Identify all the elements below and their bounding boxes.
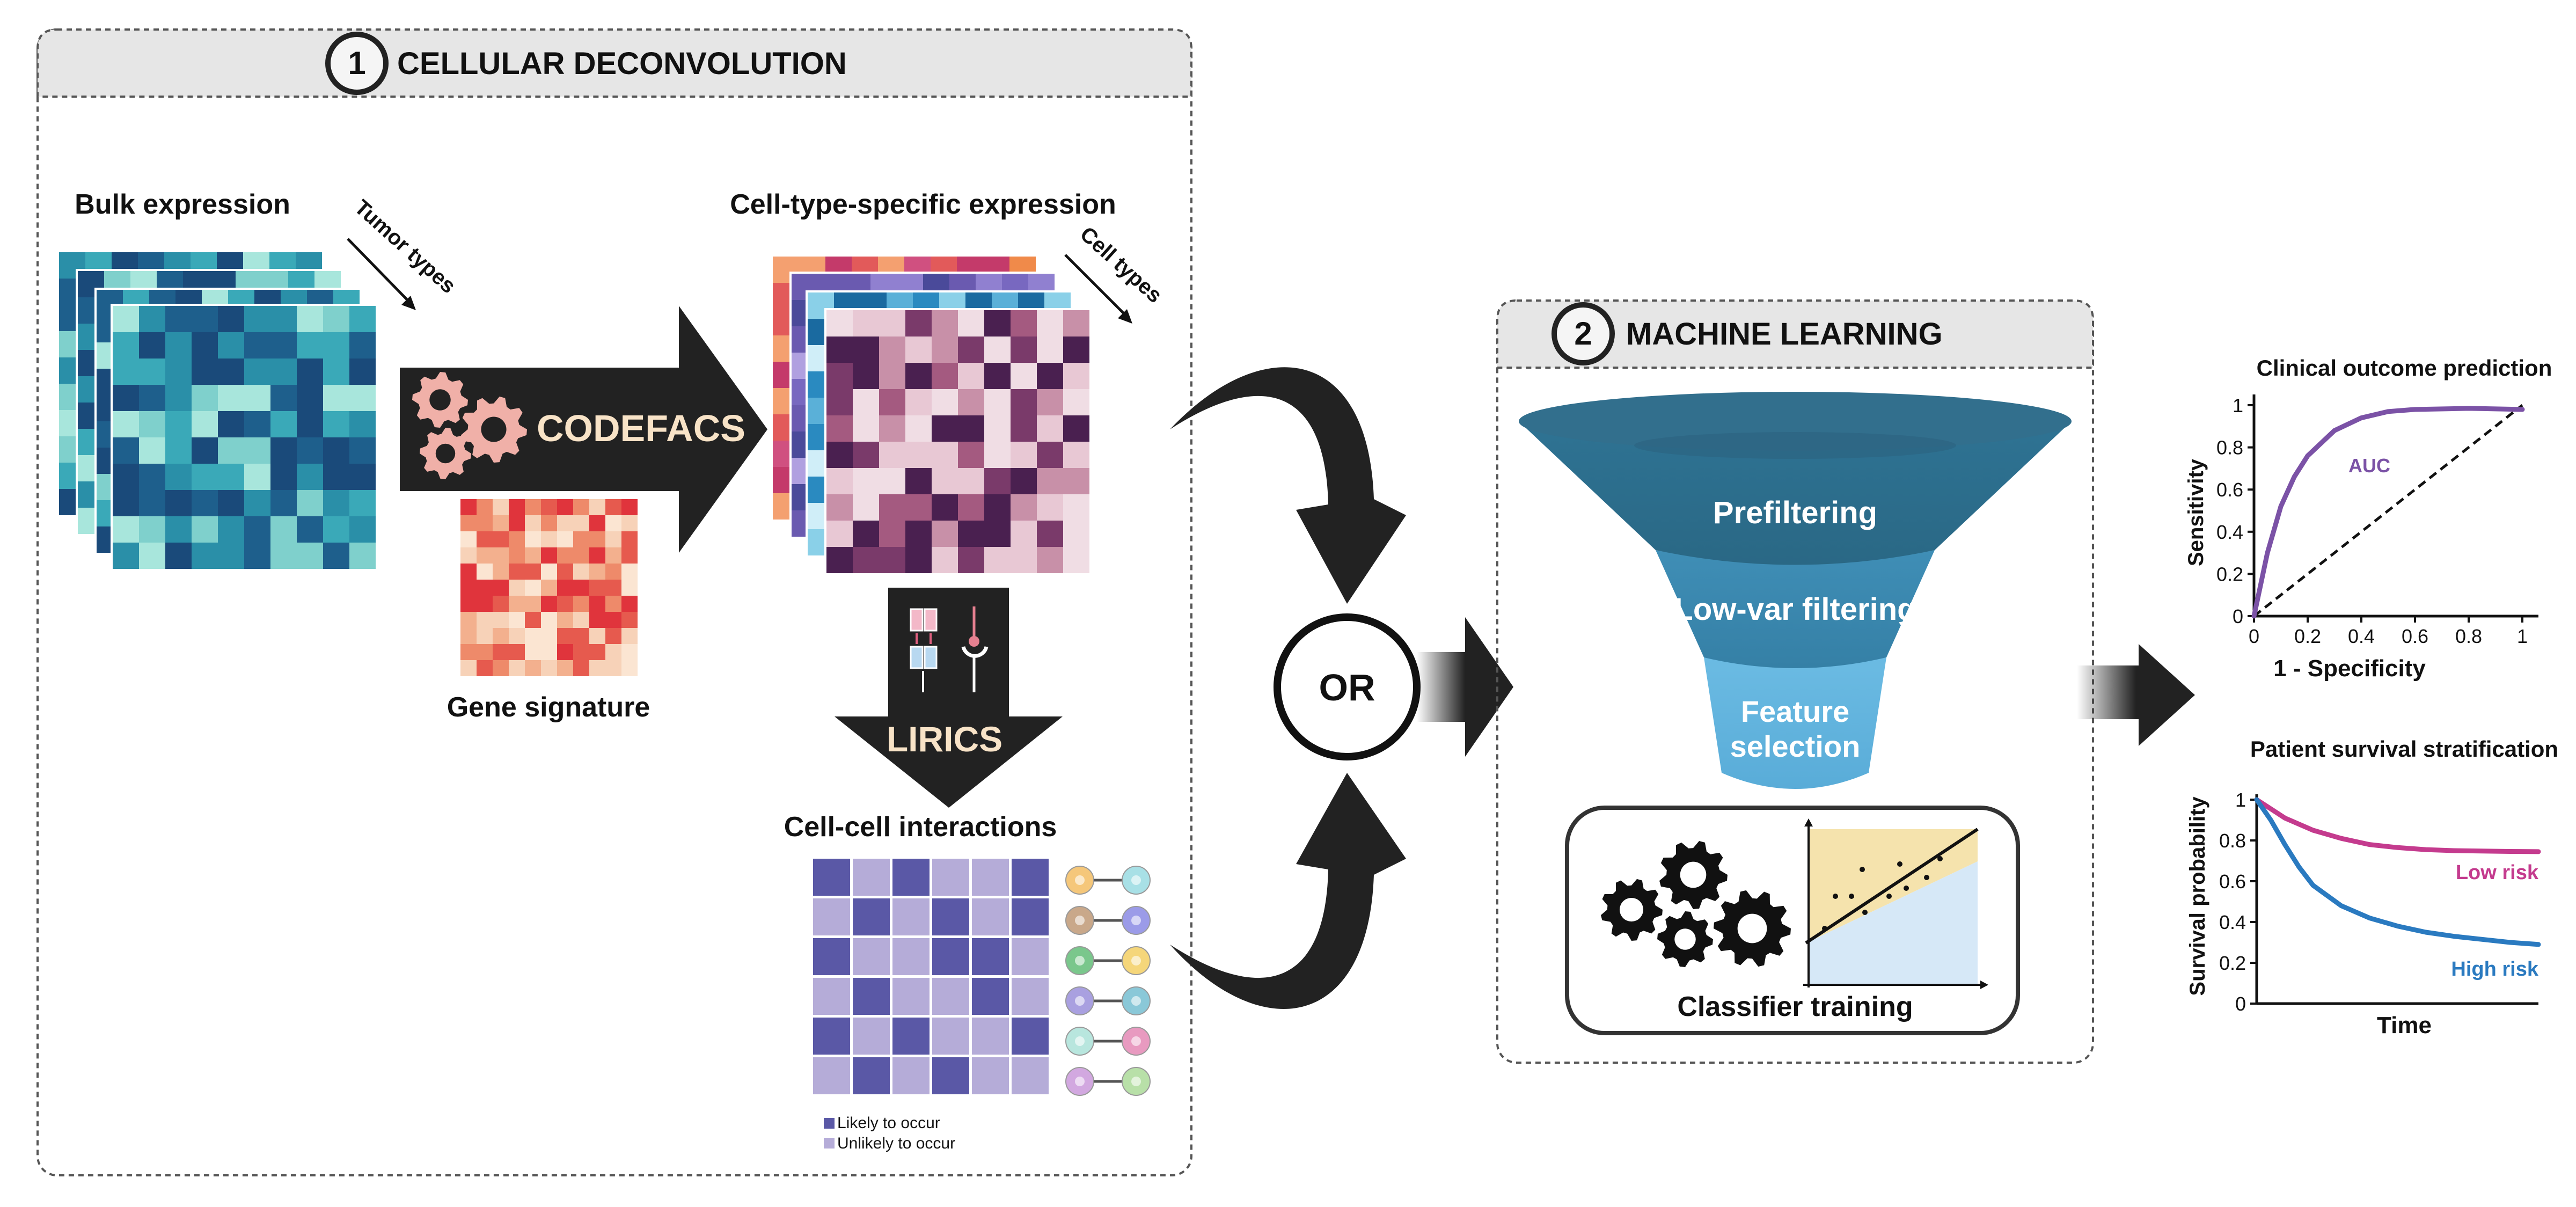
section1-number-badge: [325, 32, 389, 95]
roc-ylabel: Sensitivity: [2184, 458, 2208, 566]
gears-icon: [1600, 841, 1791, 967]
high-risk-label: High risk: [2451, 958, 2538, 981]
classifier-training-label: Classifier training: [1677, 991, 1913, 1022]
roc-xtick: 0.8: [2455, 625, 2482, 647]
auc-label: AUC: [2348, 455, 2390, 477]
cell-types-label: Cell types: [1075, 222, 1167, 308]
filtering-funnel: Prefiltering Low-var filtering Feature s…: [1519, 392, 2072, 789]
section2-number: 2: [1574, 316, 1592, 352]
roc-chart: Clinical outcome prediction Sensitivity …: [2184, 355, 2552, 682]
survival-ytick: 0.4: [2219, 911, 2246, 933]
cell-cell-interactions-label: Cell-cell interactions: [784, 811, 1057, 843]
lirics-arrow: LIRICS: [835, 588, 1063, 808]
survival-ytick: 1: [2235, 789, 2246, 811]
section1-number: 1: [348, 45, 365, 81]
roc-diagonal: [2253, 404, 2523, 617]
section-cellular-deconvolution: 1 CELLULAR DECONVOLUTION: [36, 28, 1192, 1176]
classifier-scatter: [1803, 818, 1988, 989]
roc-curve: [2251, 406, 2525, 619]
arrow-to-outputs: [2077, 644, 2195, 746]
likely-swatch: [824, 1118, 835, 1129]
interaction-legend: Likely to occur Unlikely to occur: [824, 1114, 955, 1152]
survival-ytick: 0: [2235, 993, 2246, 1015]
codefacs-label: CODEFACS: [537, 407, 745, 449]
roc-ytick: 1: [2233, 394, 2243, 416]
bulk-expression-heatmap-stack: [57, 250, 379, 572]
cell-type-heatmap-stack: [771, 254, 1093, 576]
roc-title: Clinical outcome prediction: [2257, 355, 2552, 381]
survival-ytick: 0.2: [2219, 952, 2246, 974]
section2-title: MACHINE LEARNING: [1626, 317, 1943, 352]
legend-likely: Likely to occur: [837, 1114, 940, 1132]
lowvar-filtering-label: Low-var filtering: [1674, 592, 1916, 627]
roc-xtick: 0.6: [2402, 625, 2428, 647]
roc-xlabel: 1 - Specificity: [2273, 655, 2426, 682]
curved-arrow-bottom: [1170, 773, 1406, 1010]
gear-icon: [412, 372, 527, 479]
survival-ytick: 0.8: [2219, 830, 2246, 852]
roc-ytick: 0.4: [2216, 521, 2243, 543]
survival-ytick: 0.6: [2219, 870, 2246, 893]
gene-signature-heatmap: [460, 499, 638, 676]
roc-xtick: 0.4: [2348, 625, 2375, 647]
roc-xtick: 0.2: [2294, 625, 2321, 647]
curved-arrow-top: [1170, 367, 1406, 604]
section1-title: CELLULAR DECONVOLUTION: [397, 46, 847, 81]
lirics-label: LIRICS: [887, 719, 1002, 759]
roc-ytick: 0.8: [2216, 437, 2243, 459]
survival-axes: 0 0.2 0.4 0.6 0.8 1: [2219, 789, 2538, 1015]
selection-label: selection: [1730, 729, 1861, 763]
unlikely-swatch: [824, 1138, 835, 1149]
classifier-box: Classifier training: [1565, 806, 2020, 1035]
interaction-grid: [813, 859, 1049, 1094]
survival-ylabel: Survival probability: [2186, 796, 2209, 996]
or-label: OR: [1319, 667, 1375, 708]
low-risk-curve: [2254, 797, 2541, 854]
bulk-expression-label: Bulk expression: [75, 189, 290, 220]
prefiltering-label: Prefiltering: [1713, 495, 1877, 530]
receptor-ligand-icon: [910, 606, 989, 692]
roc-xtick: 1: [2517, 625, 2528, 647]
section-machine-learning: 2 MACHINE LEARNING: [1496, 299, 2094, 1064]
arrow-to-ml: [1417, 617, 1513, 757]
section2-number-badge: [1552, 302, 1615, 365]
high-risk-curve: [2254, 797, 2541, 947]
cell-type-specific-label: Cell-type-specific expression: [730, 189, 1116, 220]
legend-unlikely: Unlikely to occur: [837, 1135, 955, 1152]
feature-label: Feature: [1741, 694, 1849, 728]
roc-xtick: 0: [2249, 625, 2259, 647]
survival-title: Patient survival stratification: [2250, 736, 2558, 762]
cell-pair-icons: [1065, 866, 1151, 1096]
survival-xlabel: Time: [2377, 1012, 2432, 1038]
survival-chart: Patient survival stratification Survival…: [2186, 736, 2558, 1038]
gene-signature-label: Gene signature: [447, 692, 650, 723]
low-risk-label: Low risk: [2456, 861, 2539, 884]
roc-ytick: 0.6: [2216, 479, 2243, 501]
codefacs-arrow: CODEFACS: [400, 306, 767, 553]
tumor-types-label: Tumor types: [350, 195, 460, 298]
roc-axes: 0 0.2 0.4 0.6 0.8 1 0 0.2 0.4 0.6 0.8 1: [2216, 394, 2538, 647]
roc-ytick: 0: [2233, 605, 2243, 627]
roc-ytick: 0.2: [2216, 563, 2243, 585]
